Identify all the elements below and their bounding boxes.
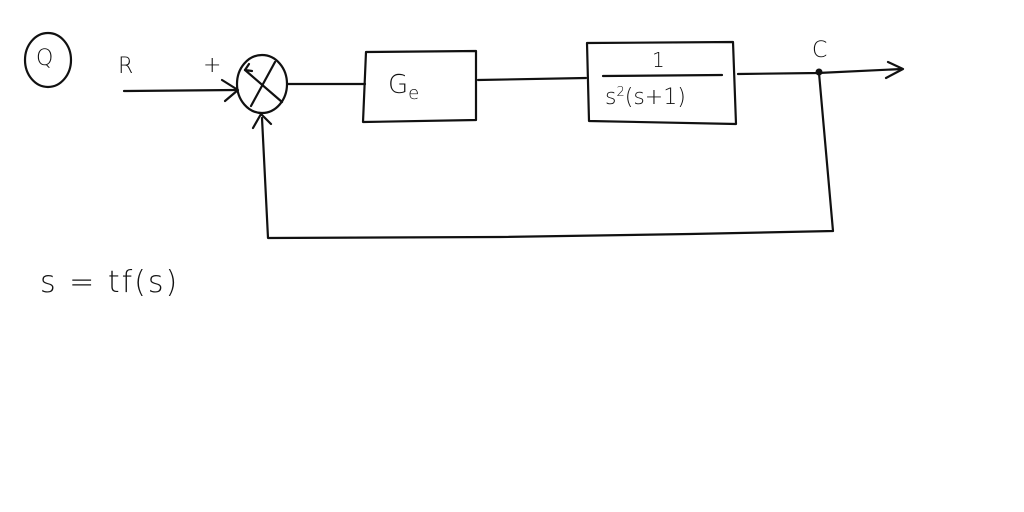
controller-to-plant-line: [476, 76, 588, 82]
controller-label-subscript: e: [408, 83, 420, 104]
input-label-r: R: [118, 54, 134, 79]
controller-label-main: G: [388, 70, 409, 100]
summing-plus-sign: +: [203, 53, 222, 78]
plant-numerator: 1: [652, 48, 665, 72]
transfer-function-note: s = tf(s): [40, 265, 180, 300]
summing-junction-cross-b: [249, 60, 277, 108]
plant-fraction-bar: [601, 73, 724, 78]
output-arrowhead-icon: [884, 60, 905, 80]
plant-denominator: s2(s+1): [605, 86, 686, 109]
feedback-path-line: [260, 71, 835, 240]
question-marker-label: Q: [36, 46, 54, 71]
plant-denominator-exponent: 2: [616, 85, 625, 100]
output-label-c: C: [812, 38, 828, 63]
plant-denominator-base: s: [605, 85, 617, 110]
plant-block-box: [585, 40, 738, 126]
summing-junction-inner-arrow-icon: [243, 62, 254, 73]
feedback-arrowhead-icon: [251, 112, 273, 130]
plant-denominator-rest: (s+1): [624, 85, 686, 110]
controller-block-box: [361, 49, 478, 124]
controller-block-label: Ge: [388, 72, 419, 103]
input-signal-line: [122, 88, 238, 93]
summing-junction-cross-a: [243, 68, 284, 104]
question-marker-circle: [23, 31, 73, 89]
